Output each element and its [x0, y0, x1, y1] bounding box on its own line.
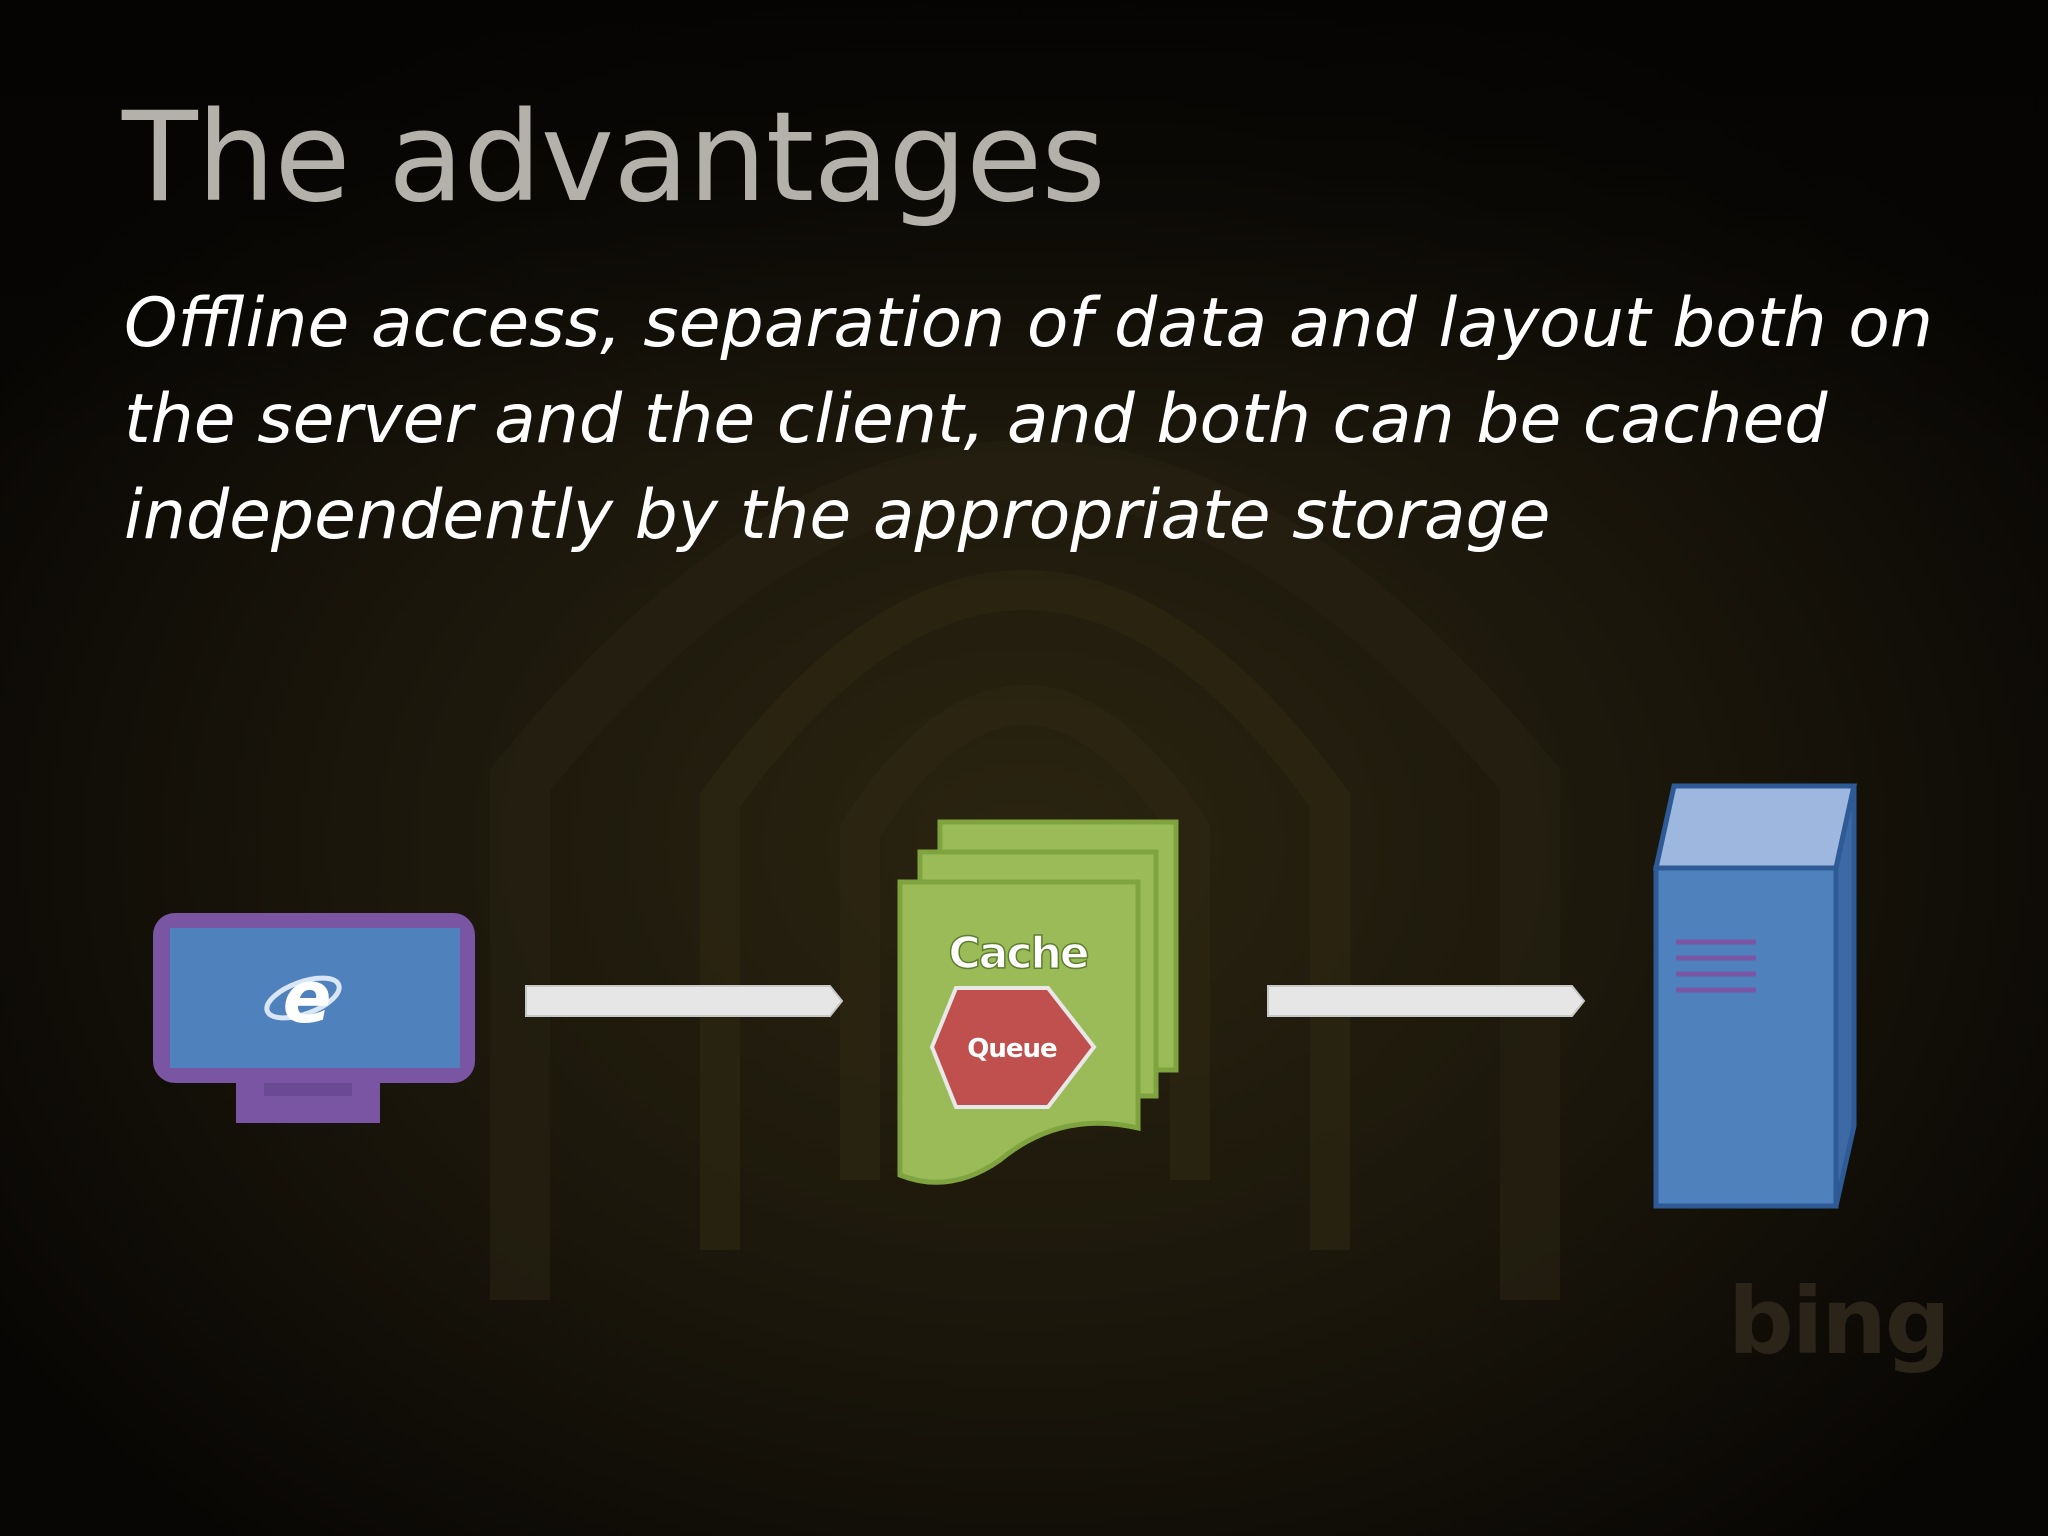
cache-document-stack-icon: Cache Queue: [897, 819, 1179, 1185]
arrow-cache-to-server: [1267, 985, 1586, 1017]
bing-watermark: bing: [1728, 1268, 1951, 1375]
server-tower-icon: [1652, 783, 1858, 1209]
queue-hexagon: Queue: [929, 986, 1097, 1109]
slide-title: The advantages: [122, 86, 1106, 230]
cache-label: Cache: [948, 928, 1087, 979]
client-monitor-icon: e: [153, 913, 475, 1123]
body-line: the server and the client, and both can …: [124, 380, 1828, 459]
body-line: independently by the appropriate storage: [124, 476, 1551, 555]
slide-body-text: Offline access, separation of data and l…: [124, 276, 1944, 564]
ie-logo-letter: e: [283, 955, 332, 1039]
ie-browser-icon: e: [264, 955, 342, 1039]
body-line: Offline access, separation of data and l…: [124, 284, 1934, 363]
arrow-client-to-cache: [525, 985, 844, 1017]
queue-label: Queue: [967, 1034, 1057, 1064]
